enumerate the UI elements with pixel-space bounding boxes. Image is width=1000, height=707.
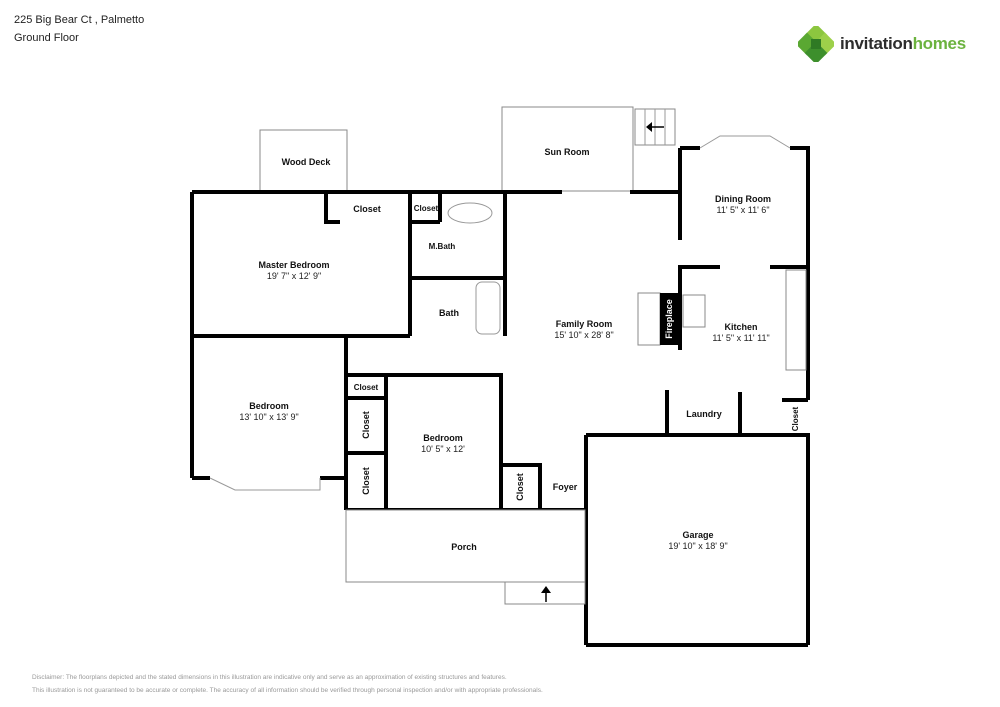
room-dims-family-room: 15' 10" x 28' 8" bbox=[554, 330, 613, 340]
room-label-master-bedroom: Master Bedroom bbox=[258, 260, 329, 270]
room-dims-master-bedroom: 19' 7" x 12' 9" bbox=[267, 271, 321, 281]
room-label-garage: Garage bbox=[682, 530, 713, 540]
floor-label: Ground Floor bbox=[14, 32, 79, 44]
logo-word-homes: homes bbox=[912, 34, 967, 53]
room-dims-kitchen: 11' 5" x 11' 11" bbox=[712, 333, 769, 343]
room-label-dining-room: Dining Room bbox=[715, 194, 771, 204]
room-label-laundry: Laundry bbox=[686, 409, 722, 419]
room-label-closet: Closet bbox=[361, 411, 371, 439]
room-label-kitchen: Kitchen bbox=[724, 322, 757, 332]
room-dims-garage: 19' 10" x 18' 9" bbox=[668, 541, 727, 551]
room-label-bedroom: Bedroom bbox=[423, 433, 463, 443]
room-label-closet: Closet bbox=[414, 204, 439, 213]
room-label-closet: Closet bbox=[353, 204, 381, 214]
room-label-closet: Closet bbox=[791, 406, 800, 431]
room-label-closet: Closet bbox=[354, 383, 379, 392]
stairs-icon bbox=[634, 108, 676, 146]
disclaimer-line-1: Disclaimer: The floorplans depicted and … bbox=[32, 674, 507, 681]
room-label-closet: Closet bbox=[361, 467, 371, 495]
sun-room-outline bbox=[501, 106, 634, 192]
brand-logo: invitationhomes bbox=[798, 26, 966, 62]
room-label-wood-deck: Wood Deck bbox=[282, 157, 332, 167]
bathtub-icon bbox=[475, 281, 501, 335]
wood-deck-outline bbox=[259, 129, 348, 193]
room-label-sun-room: Sun Room bbox=[545, 147, 590, 157]
fireplace-label: Fireplace bbox=[664, 299, 674, 339]
room-label-mbath: M.Bath bbox=[429, 242, 456, 251]
logo-word-invitation: invitation bbox=[840, 34, 913, 53]
property-address: 225 Big Bear Ct , Palmetto bbox=[14, 14, 145, 26]
fireplace-block bbox=[660, 293, 678, 345]
room-label-family-room: Family Room bbox=[556, 319, 613, 329]
room-dims-dining-room: 11' 5" x 11' 6" bbox=[716, 205, 769, 215]
stove-icon bbox=[682, 294, 706, 328]
room-label-bath: Bath bbox=[439, 308, 459, 318]
room-label-bedroom: Bedroom bbox=[249, 401, 289, 411]
room-label-porch: Porch bbox=[451, 542, 477, 552]
entry-arrow-icon bbox=[541, 586, 551, 593]
room-dims-bedroom: 10' 5" x 12' bbox=[421, 444, 465, 454]
room-dims-bedroom: 13' 10" x 13' 9" bbox=[239, 412, 298, 422]
bathtub-icon bbox=[447, 202, 493, 224]
counter-icon bbox=[785, 269, 807, 371]
disclaimer-line-2: This illustration is not guaranteed to b… bbox=[32, 687, 543, 694]
room-label-closet: Closet bbox=[515, 473, 525, 501]
room-label-foyer: Foyer bbox=[553, 482, 578, 492]
porch-outline bbox=[345, 509, 586, 583]
clover-logo-icon bbox=[798, 26, 834, 62]
